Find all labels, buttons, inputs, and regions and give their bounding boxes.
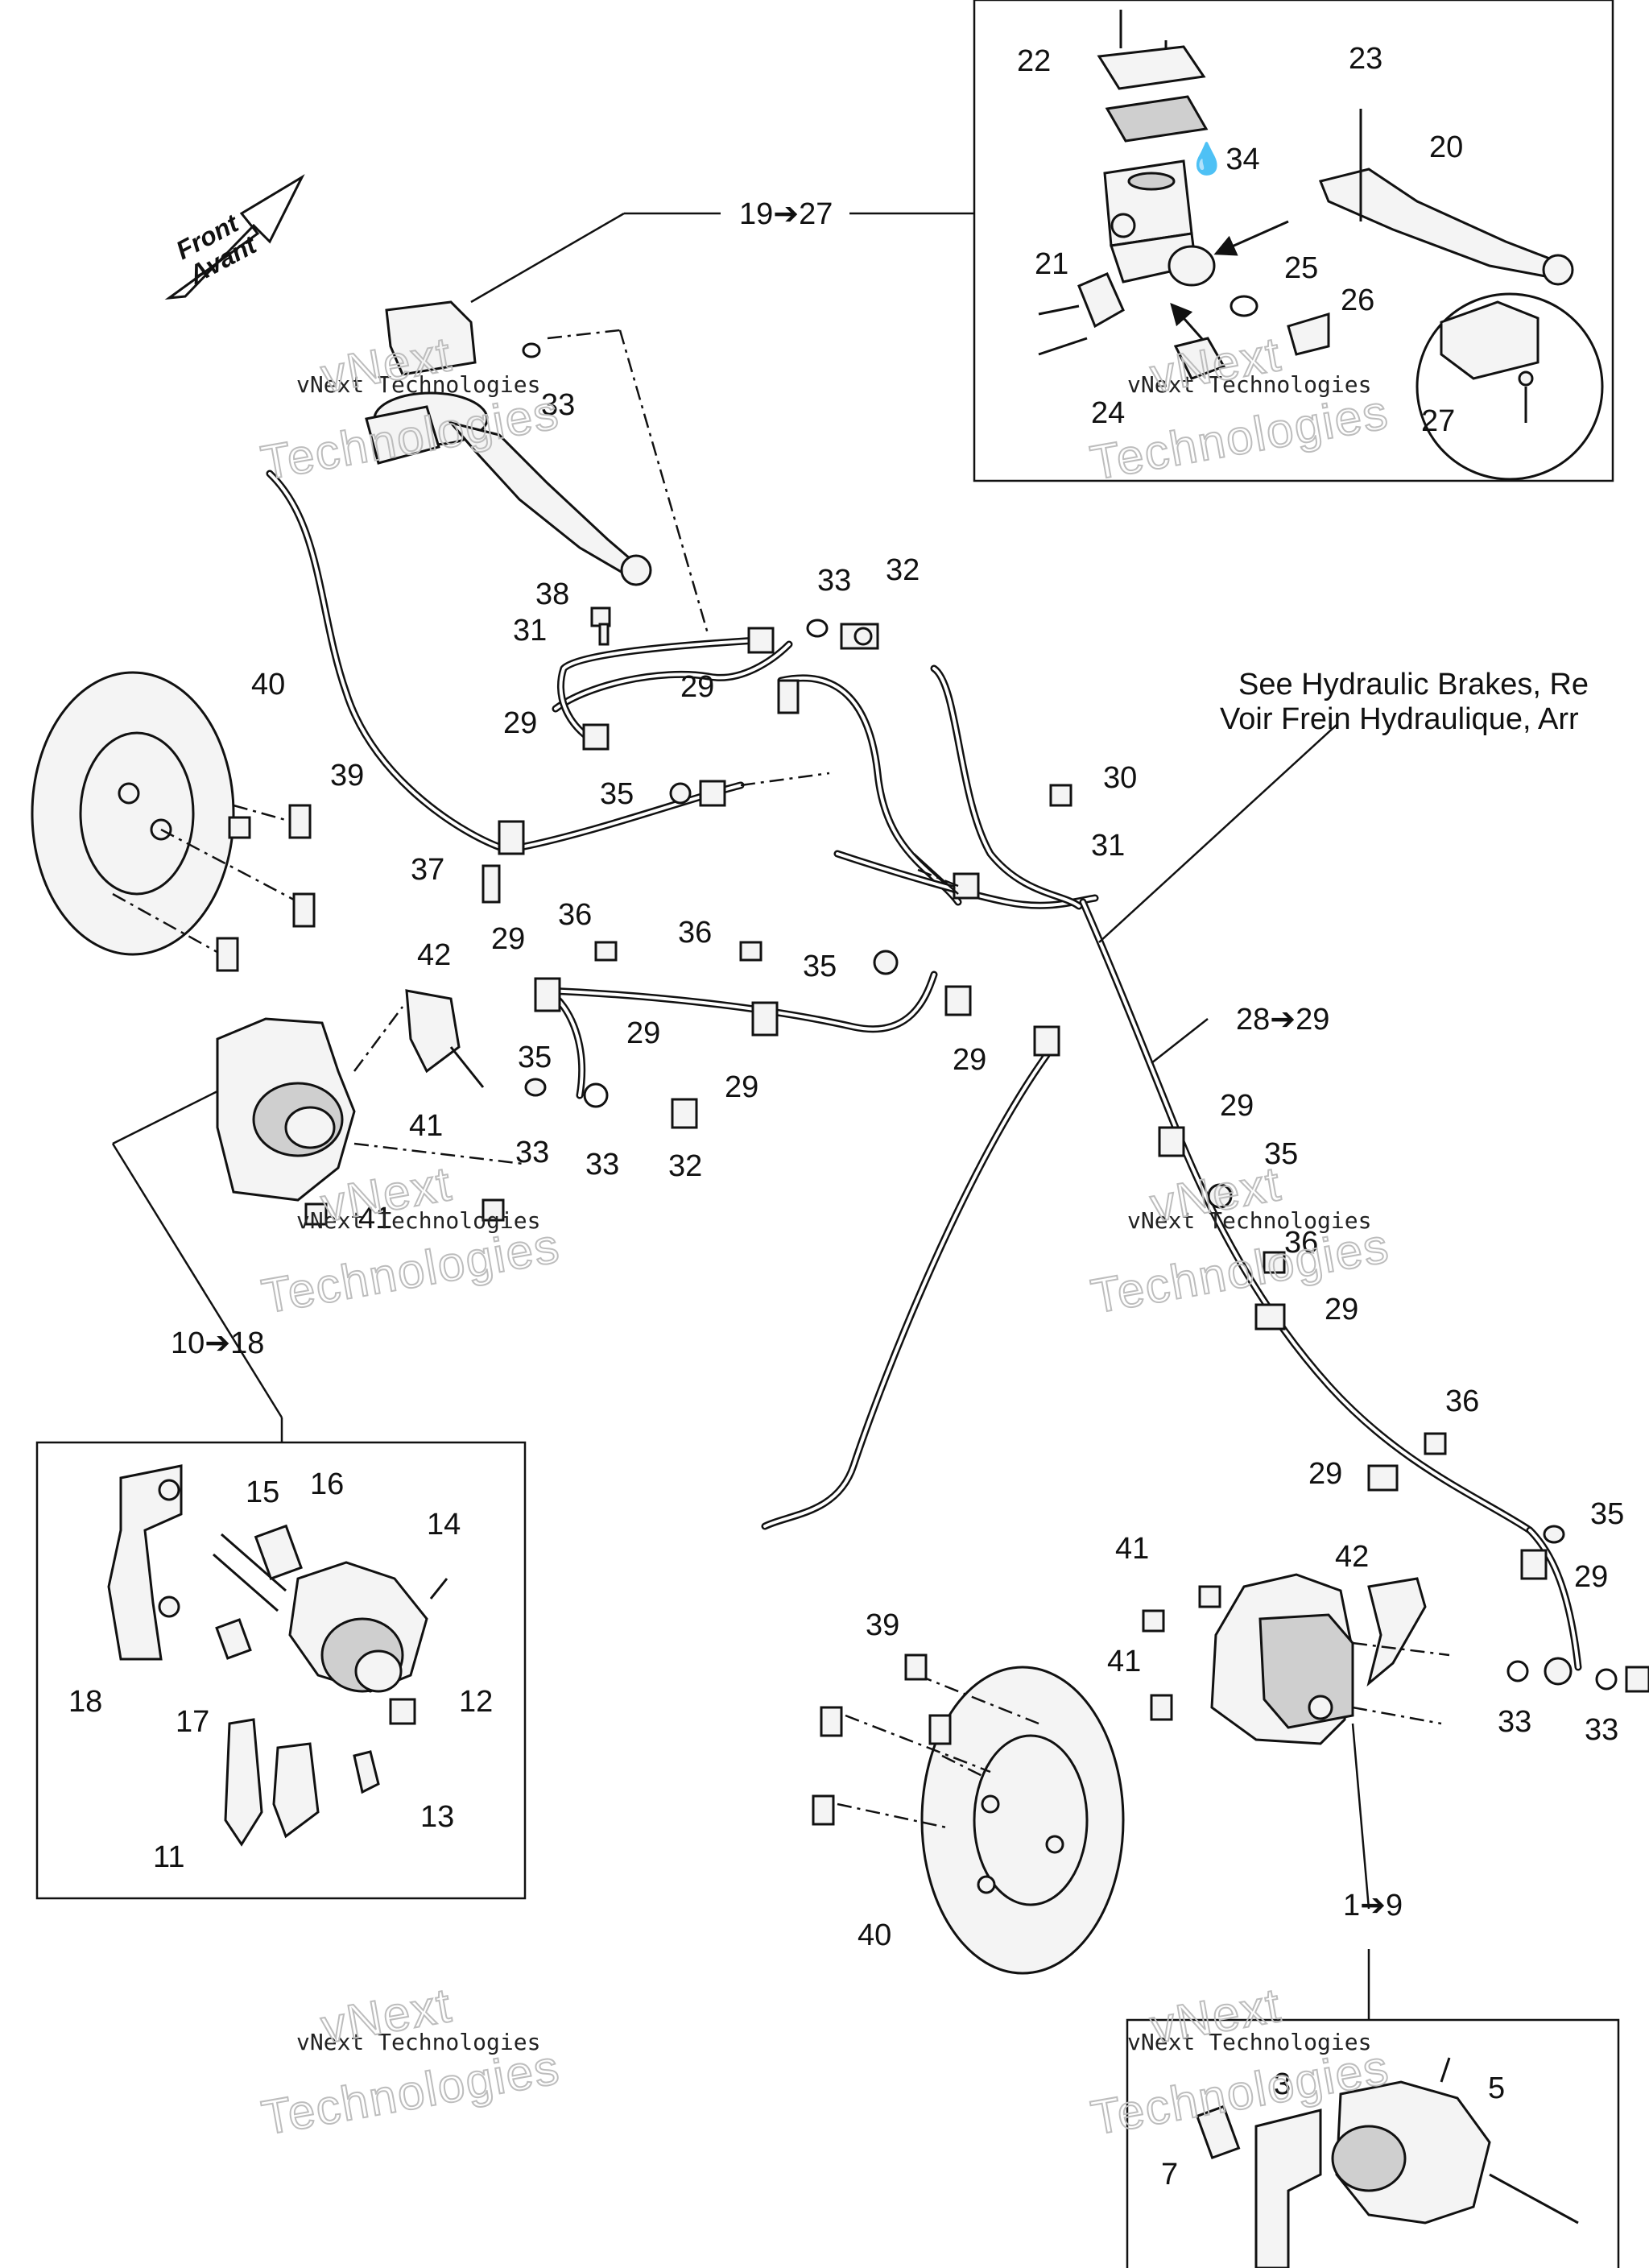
leader-lines	[111, 212, 1370, 2020]
callout-31-a: 31	[513, 614, 547, 648]
callout-36-c: 36	[1284, 1226, 1318, 1260]
callout-38: 38	[535, 577, 569, 611]
callout-16: 16	[310, 1467, 344, 1501]
callout-28-29: 28➔29	[1236, 1003, 1329, 1037]
watermark-big-3: Technologies	[258, 1218, 564, 1323]
callout-31-b: 31	[1091, 829, 1125, 863]
callout-7: 7	[1161, 2158, 1178, 2191]
callout-36-b: 36	[678, 916, 712, 950]
callout-35-c: 35	[518, 1041, 552, 1074]
callout-30: 30	[1103, 761, 1137, 795]
callout-5: 5	[1488, 2071, 1505, 2105]
callout-29-f: 29	[725, 1070, 758, 1104]
callout-33-e: 33	[1498, 1705, 1531, 1739]
callout-25: 25	[1284, 251, 1318, 285]
front-left-caliper	[216, 989, 524, 1226]
watermark-big-5: Technologies	[258, 2039, 564, 2145]
callout-32-b: 32	[668, 1149, 702, 1183]
callout-41-a: 41	[409, 1109, 443, 1143]
callout-12: 12	[459, 1685, 493, 1719]
callout-numbers: 19➔27 22 23 20 💧34 21 25 26 24 27 33 38 …	[68, 42, 1624, 2191]
callout-34-number: 34	[1225, 143, 1259, 176]
front-left-caliper-detail	[107, 1464, 448, 1847]
callout-19-27: 19➔27	[739, 197, 833, 231]
note-line-1: See Hydraulic Brakes, Re	[1238, 668, 1589, 702]
callout-11: 11	[153, 1840, 184, 1874]
callout-33-c: 33	[515, 1136, 549, 1169]
callout-21: 21	[1035, 247, 1068, 281]
callout-33-d: 33	[585, 1148, 619, 1182]
master-cylinder-assembly	[365, 300, 652, 586]
watermark-small-4: vNext Technologies	[1127, 1207, 1371, 1234]
watermark-big-2: Technologies	[1086, 385, 1392, 490]
callout-39-b: 39	[866, 1608, 899, 1642]
callout-29-a: 29	[680, 670, 714, 704]
callout-33-b: 33	[817, 564, 851, 598]
callout-41-d: 41	[1107, 1645, 1141, 1678]
callout-1-9: 1➔9	[1343, 1889, 1403, 1922]
callout-37: 37	[411, 853, 444, 887]
callout-15: 15	[246, 1475, 279, 1509]
callout-35-e: 35	[1590, 1497, 1624, 1531]
callout-3: 3	[1274, 2067, 1291, 2101]
callout-34: 💧34	[1188, 141, 1260, 176]
callout-40-b: 40	[858, 1918, 891, 1952]
front-orientation-arrow: Front Avant	[164, 174, 305, 300]
callout-29-j: 29	[1574, 1560, 1608, 1594]
front-right-caliper	[1210, 1573, 1450, 1745]
watermark-small-1: vNext Technologies	[296, 371, 540, 398]
callout-29-i: 29	[1308, 1457, 1342, 1491]
master-cylinder-detail	[1038, 10, 1604, 481]
front-left-caliper-detail-box	[35, 1441, 527, 1900]
front-left-brake-disc	[31, 671, 316, 972]
callout-35-a: 35	[600, 777, 634, 811]
callout-36-d: 36	[1445, 1384, 1479, 1418]
callout-40-a: 40	[251, 668, 285, 702]
callout-17: 17	[176, 1705, 209, 1739]
callout-26: 26	[1341, 284, 1374, 317]
callout-33-f: 33	[1585, 1713, 1618, 1747]
callout-10-18: 10➔18	[171, 1326, 264, 1360]
callout-23: 23	[1349, 42, 1382, 76]
see-hydraulic-brakes-note: See Hydraulic Brakes, Re Voir Frein Hydr…	[1220, 668, 1589, 736]
front-right-brake-disc	[812, 1653, 1125, 1975]
callout-41-b: 41	[358, 1202, 392, 1235]
callout-29-h: 29	[1325, 1293, 1358, 1326]
callout-29-c: 29	[491, 922, 525, 956]
callout-42-a: 42	[417, 938, 451, 972]
callout-39-a: 39	[330, 759, 364, 793]
watermark-small-5: vNext Technologies	[296, 2029, 540, 2055]
front-right-caliper-detail-box	[1126, 2018, 1620, 2268]
watermark-small-2: vNext Technologies	[1127, 371, 1371, 398]
callout-22: 22	[1017, 44, 1051, 78]
callout-14: 14	[427, 1508, 461, 1542]
callout-32-a: 32	[886, 553, 920, 587]
callout-35-b: 35	[803, 950, 837, 983]
master-cylinder-detail-box	[973, 0, 1614, 482]
callout-27: 27	[1421, 404, 1455, 438]
callout-24: 24	[1091, 396, 1125, 430]
front-right-caliper-detail	[1195, 2057, 1579, 2268]
callout-29-d: 29	[626, 1016, 660, 1050]
callout-13: 13	[420, 1800, 454, 1834]
callout-35-d: 35	[1264, 1137, 1298, 1171]
callout-33-a: 33	[541, 388, 575, 422]
watermark-small-3: vNext Technologies	[296, 1207, 540, 1234]
callout-29-g: 29	[1220, 1089, 1254, 1123]
note-line-2: Voir Frein Hydraulique, Arr	[1220, 702, 1579, 736]
callout-36-a: 36	[558, 898, 592, 932]
clamps-and-fittings	[481, 606, 1649, 1721]
callout-42-b: 42	[1335, 1540, 1369, 1574]
callout-18: 18	[68, 1685, 102, 1719]
callout-29-e: 29	[953, 1043, 986, 1077]
callout-41-c: 41	[1115, 1532, 1149, 1566]
callout-29-b: 29	[503, 706, 537, 740]
watermark-small-6: vNext Technologies	[1127, 2029, 1371, 2055]
callout-20: 20	[1429, 130, 1463, 164]
